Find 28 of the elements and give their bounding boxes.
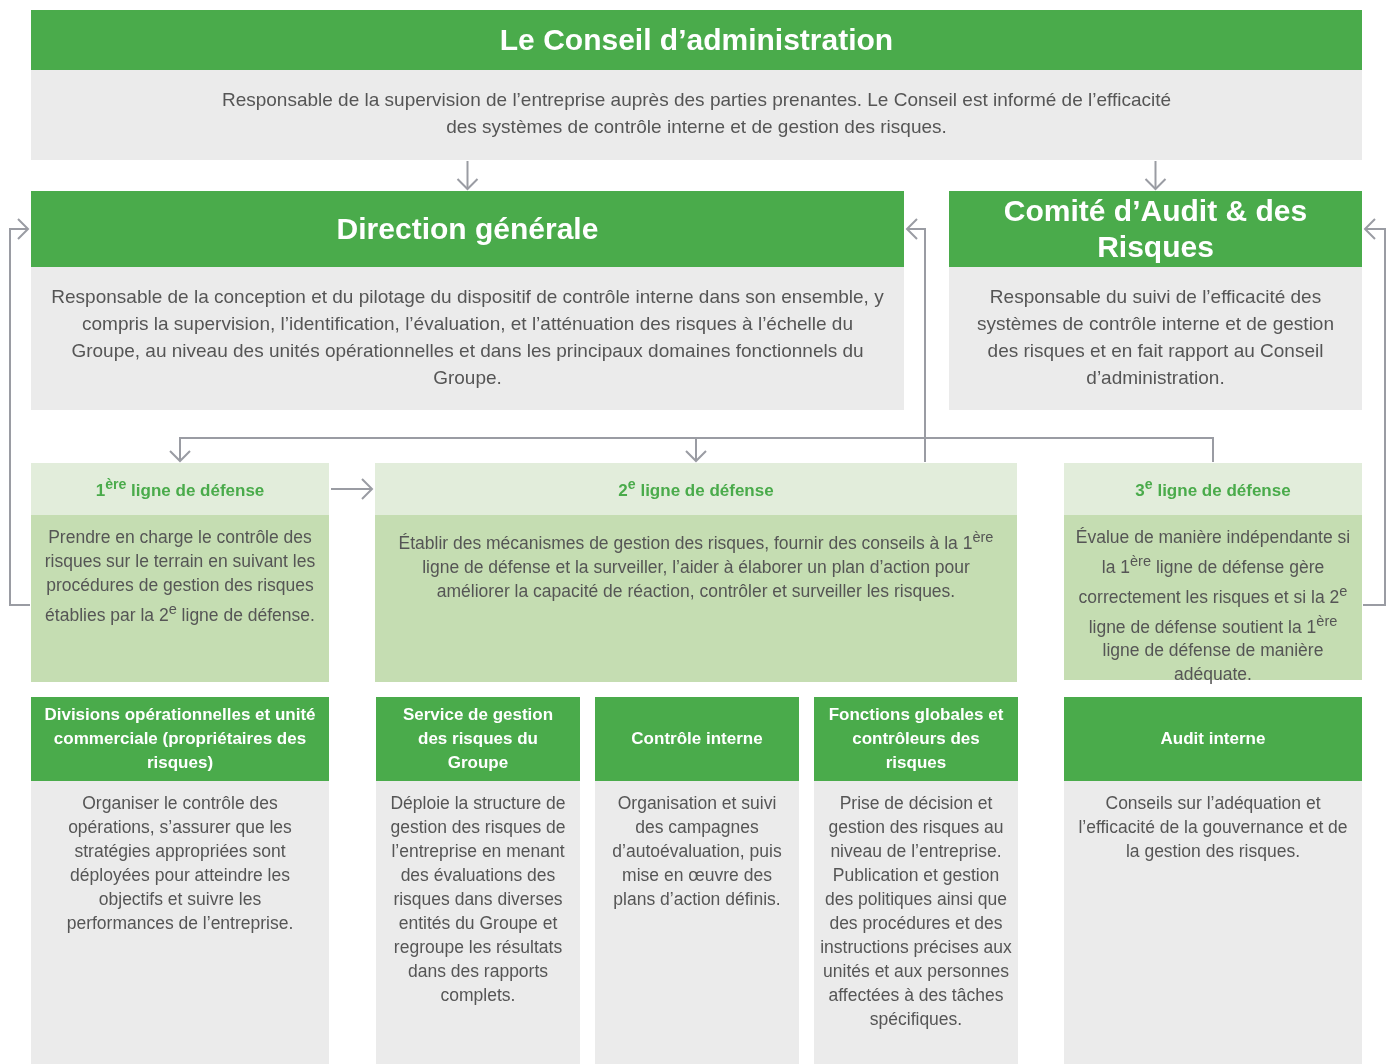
- description-panel: Responsable de la conception et du pilotage du dispositif de contrôle interne dans son ensemble, y compris la supervision, l’identification, l’évaluation, et l’atténuation des risques à l’échelle du Groupe, au niveau des unités opérationnelles et dans les principaux domaines fonctionnels du Groupe.: [31, 267, 904, 410]
- title-banner: Service de gestion des risques du Groupe: [376, 697, 580, 781]
- title-banner: 3$^{e}$ ligne de défense: [1064, 463, 1362, 515]
- title-banner: 2$^{e}$ ligne de défense: [375, 463, 1017, 515]
- title-banner: Le Conseil d’administration: [31, 10, 1362, 70]
- description-panel: Prendre en charge le contrôle des risques sur le terrain en suivant les procédures de gestion des risques établies par la 2$^{e}$ ligne de défense.: [31, 515, 329, 682]
- description-panel: Responsable du suivi de l’efficacité des systèmes de contrôle interne et de gestion des risques et en fait rapport au Conseil d’administration.: [949, 267, 1362, 410]
- description-panel: Établir des mécanismes de gestion des risques, fournir des conseils à la 1$^{ère}$ ligne de défense et la surveiller, l’aider à élaborer un plan d’action pour améliorer la capacité de réaction, contrôler et surveiller les risques.: [375, 515, 1017, 682]
- title-banner: 1$^{ère}$ ligne de défense: [31, 463, 329, 515]
- title-banner: Divisions opérationnelles et unité commerciale (propriétaires des risques): [31, 697, 329, 781]
- description-panel: Conseils sur l’adéquation et l’efficacité de la gouvernance et de la gestion des risques.: [1064, 781, 1362, 1064]
- title-banner: Fonctions globales et contrôleurs des risques: [814, 697, 1018, 781]
- description-panel: Déploie la structure de gestion des risques de l’entreprise en menant des évaluations des risques dans diverses entités du Groupe et regroupe les résultats dans des rapports complets.: [376, 781, 580, 1064]
- arrow: [685, 437, 1214, 463]
- title-banner: Direction générale: [31, 191, 904, 267]
- arrow: [456, 160, 479, 190]
- arrow: [1362, 218, 1386, 606]
- arrow: [9, 218, 31, 606]
- description-panel: Responsable de la supervision de l’entreprise auprès des parties prenantes. Le Conseil est informé de l’efficacité des systèmes de contrôle interne et de gestion des risques.: [31, 70, 1362, 160]
- arrow: [1144, 160, 1167, 190]
- title-banner: Audit interne: [1064, 697, 1362, 781]
- description-panel: Organiser le contrôle des opérations, s’assurer que les stratégies appropriées sont déployées pour atteindre les objectifs et suivre les performances de l’entreprise.: [31, 781, 329, 1064]
- arrow: [906, 218, 926, 463]
- arrow: [330, 478, 373, 500]
- title-banner: Contrôle interne: [595, 697, 799, 781]
- title-banner: Comité d’Audit & des Risques: [949, 191, 1362, 267]
- description-panel: Organisation et suivi des campagnes d’autoévaluation, puis mise en œuvre des plans d’action définis.: [595, 781, 799, 1064]
- description-panel: Prise de décision et gestion des risques au niveau de l’entreprise. Publication et gestion des politiques ainsi que des procédures et des instructions précises aux unités et aux personnes affectées à des tâches spécifiques.: [814, 781, 1018, 1064]
